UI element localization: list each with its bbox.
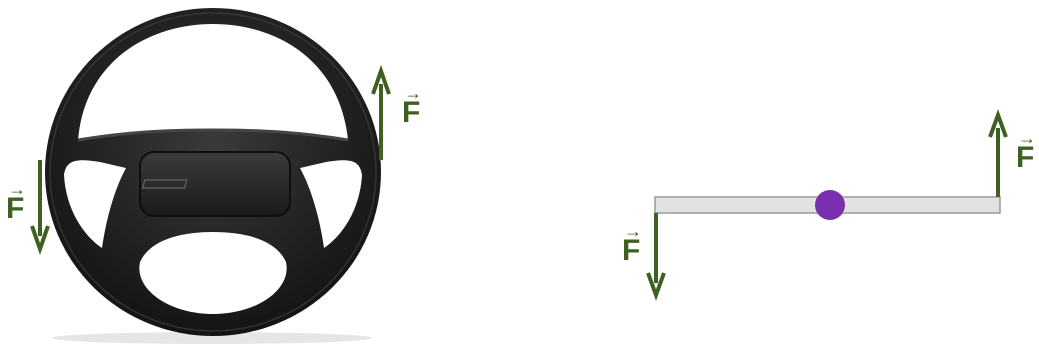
wheel-hub [140,152,290,216]
force-down-label: → F [6,194,24,224]
vector-arrow-icon: → [624,222,642,240]
force-down-label: → F [622,236,640,266]
force-arrow-up [990,115,1006,197]
steering-wheel-diagram: → F → F [0,0,460,347]
lever-svg [590,0,1039,347]
lever-diagram: → F → F [590,0,1039,347]
vector-arrow-icon: → [1018,129,1036,147]
pivot-point [815,190,845,220]
force-up-label: → F [402,98,420,128]
vector-arrow-icon: → [404,84,422,102]
steering-wheel-icon [0,0,460,347]
vector-arrow-icon: → [8,180,26,198]
force-arrow-down [648,213,664,295]
force-up-label: → F [1016,143,1034,173]
